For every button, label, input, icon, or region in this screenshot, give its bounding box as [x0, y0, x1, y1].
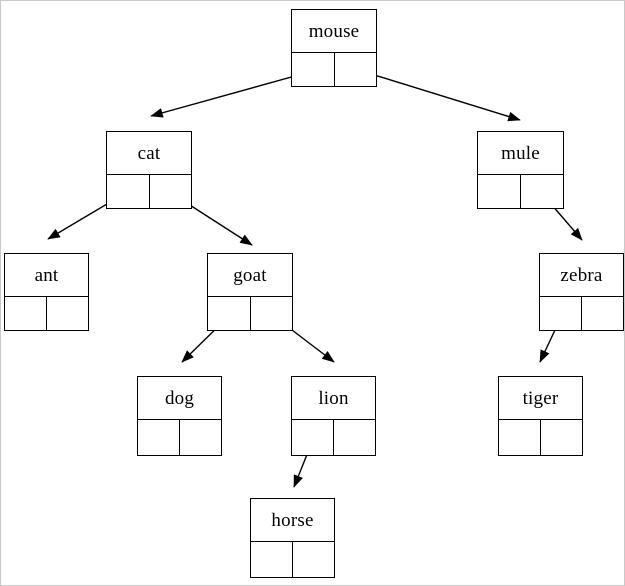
left-pointer-ant[interactable] — [5, 297, 47, 330]
node-label-horse: horse — [271, 509, 314, 531]
right-pointer-mouse[interactable] — [335, 53, 377, 86]
left-pointer-dog[interactable] — [138, 420, 180, 455]
edge-mouse-right-to-mule — [354, 68, 521, 122]
left-pointer-zebra[interactable] — [540, 297, 582, 330]
right-pointer-dog[interactable] — [180, 420, 221, 455]
node-pointers-mouse — [292, 52, 376, 86]
node-label-goat: goat — [233, 264, 267, 286]
right-pointer-lion[interactable] — [334, 420, 375, 455]
tree-node-mouse[interactable]: mouse — [291, 9, 377, 87]
node-label-mule: mule — [501, 142, 540, 164]
node-pointers-horse — [251, 541, 334, 577]
node-label-ant: ant — [34, 264, 59, 286]
node-pointers-dog — [138, 419, 221, 455]
node-label-lion: lion — [318, 387, 349, 409]
node-label-cat: cat — [137, 142, 161, 164]
tree-node-cat[interactable]: cat — [106, 131, 192, 209]
node-pointers-lion — [292, 419, 375, 455]
edge-mouse-left-to-cat — [150, 70, 314, 118]
right-pointer-cat[interactable] — [150, 175, 192, 208]
node-pointers-goat — [208, 296, 292, 330]
right-pointer-tiger[interactable] — [541, 420, 582, 455]
tree-node-mule[interactable]: mule — [477, 131, 564, 209]
tree-node-tiger[interactable]: tiger — [498, 376, 583, 456]
right-pointer-horse[interactable] — [293, 542, 334, 577]
right-pointer-goat[interactable] — [251, 297, 293, 330]
left-pointer-mule[interactable] — [478, 175, 521, 208]
node-label-zebra: zebra — [560, 264, 603, 286]
left-pointer-mouse[interactable] — [292, 53, 335, 86]
left-pointer-horse[interactable] — [251, 542, 293, 577]
left-pointer-lion[interactable] — [292, 420, 334, 455]
node-label-mouse: mouse — [308, 20, 360, 42]
node-pointers-tiger — [499, 419, 582, 455]
node-pointers-cat — [107, 174, 191, 208]
tree-node-dog[interactable]: dog — [137, 376, 222, 456]
node-label-dog: dog — [164, 387, 195, 409]
left-pointer-goat[interactable] — [208, 297, 251, 330]
tree-node-ant[interactable]: ant — [4, 253, 89, 331]
tree-node-lion[interactable]: lion — [291, 376, 376, 456]
right-pointer-ant[interactable] — [47, 297, 88, 330]
node-pointers-ant — [5, 296, 88, 330]
node-label-tiger: tiger — [522, 387, 559, 409]
node-pointers-zebra — [540, 296, 623, 330]
left-pointer-cat[interactable] — [107, 175, 150, 208]
right-pointer-zebra[interactable] — [582, 297, 623, 330]
tree-node-horse[interactable]: horse — [250, 498, 335, 578]
tree-node-goat[interactable]: goat — [207, 253, 293, 331]
node-pointers-mule — [478, 174, 563, 208]
tree-node-zebra[interactable]: zebra — [539, 253, 624, 331]
left-pointer-tiger[interactable] — [499, 420, 541, 455]
right-pointer-mule[interactable] — [521, 175, 563, 208]
